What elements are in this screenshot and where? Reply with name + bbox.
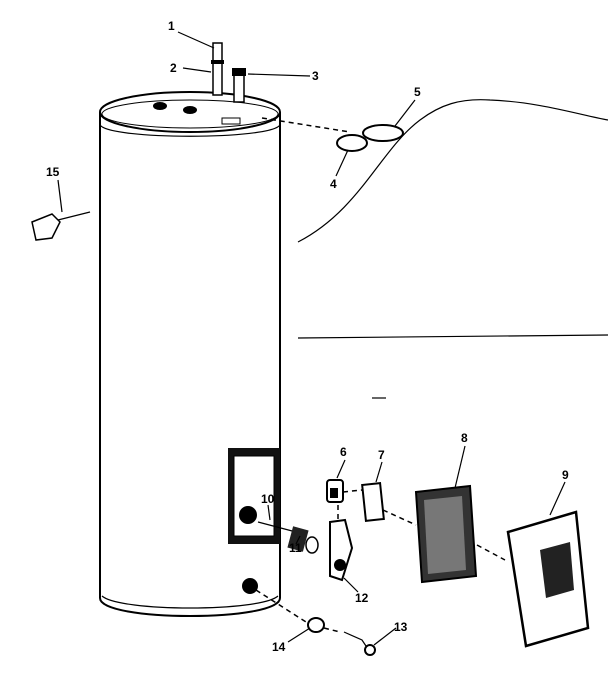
leader-dashed <box>382 509 417 526</box>
label-1: 1 <box>168 19 175 33</box>
part-9-access-cover <box>506 510 590 648</box>
label-13: 13 <box>394 620 408 634</box>
part-15-hand-tool <box>31 211 91 241</box>
background-line <box>297 334 608 339</box>
part-5-gasket <box>362 124 404 142</box>
background-curve <box>297 99 608 243</box>
leader-dashed <box>342 489 363 493</box>
label-2: 2 <box>170 61 177 75</box>
label-14: 14 <box>272 640 286 654</box>
leader-dashed <box>476 544 506 561</box>
label-11: 11 <box>289 541 302 555</box>
part-12-bracket <box>329 518 354 582</box>
label-6: 6 <box>340 445 347 459</box>
part-13-drain-valve <box>343 631 376 656</box>
label-5: 5 <box>414 85 421 99</box>
leader-dashed <box>323 627 341 633</box>
label-4: 4 <box>330 177 337 191</box>
label-3: 3 <box>312 69 319 83</box>
label-10: 10 <box>261 492 275 506</box>
label-15: 15 <box>46 165 60 179</box>
label-12: 12 <box>355 591 369 605</box>
part-4-cover <box>336 134 368 152</box>
leader-lines <box>57 31 566 646</box>
leader-dashed <box>261 117 351 133</box>
pipe-nipples <box>211 42 246 103</box>
part-8-insulation <box>414 484 478 584</box>
label-7: 7 <box>378 448 385 462</box>
leader-dashed <box>255 589 307 623</box>
label-8: 8 <box>461 431 468 445</box>
part-7-cutoff <box>361 482 385 522</box>
part-14-washer <box>307 617 325 633</box>
label-9: 9 <box>562 468 569 482</box>
water-heater-tank <box>99 91 281 617</box>
